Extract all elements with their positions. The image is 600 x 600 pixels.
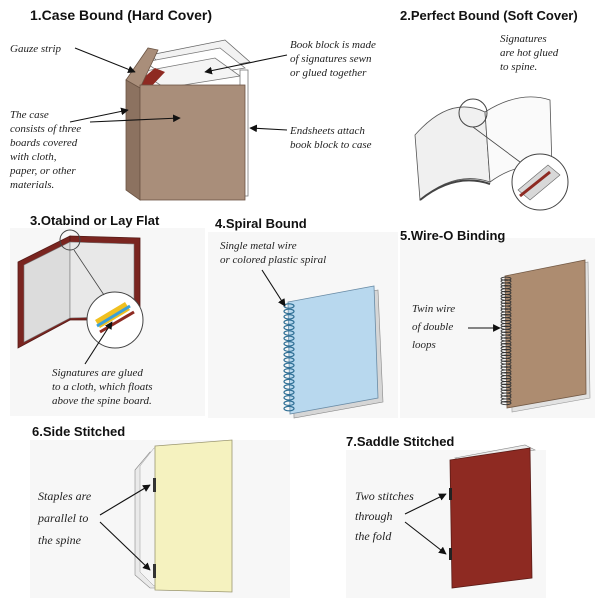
wire-o-loop [500, 398, 512, 403]
note-case-boards: The case consists of three boards covere… [9, 109, 84, 191]
case-bound-arrows [69, 47, 288, 133]
panel-saddle-stitched: 7.Saddle Stitched Two stitches through t… [346, 434, 546, 598]
wire-o-loop [500, 375, 512, 380]
wire-o-loop [500, 386, 512, 391]
spiral-coil [283, 313, 295, 320]
spiral-bound-book-illustration [283, 285, 384, 419]
panel-side-stitched: 6.Side Stitched Staples are parallel to … [30, 424, 290, 598]
wire-o-loop [500, 334, 512, 339]
spiral-coil [283, 324, 295, 331]
panel-case-bound: 1.Case Bound (Hard Cover) Gauze strip Th… [9, 7, 379, 201]
wire-o-loop [500, 305, 512, 310]
wire-o-loop [500, 392, 512, 397]
wire-o-loop [500, 294, 512, 299]
spiral-coil [283, 394, 295, 401]
panel-title-perfect-bound: 2.Perfect Bound (Soft Cover) [400, 8, 578, 23]
note-endsheets: Endsheets attach book block to case [289, 125, 372, 151]
spiral-coil [283, 384, 295, 390]
spiral-coil [283, 351, 295, 358]
wire-o-loop [500, 317, 512, 322]
spiral-coil [283, 362, 295, 369]
case-bound-book-illustration [125, 39, 251, 201]
wire-o-loop [500, 299, 512, 304]
panel-perfect-bound: 2.Perfect Bound (Soft Cover) Signatures … [400, 8, 578, 211]
note-twin-wire: Twin wire of double loops [412, 303, 458, 351]
wire-o-loop [500, 346, 512, 351]
saddle-stitched-book-illustration [449, 444, 536, 589]
wire-o-loop [500, 323, 512, 328]
spiral-coil [283, 340, 295, 347]
panel-title-wire-o: 5.Wire-O Binding [400, 228, 505, 243]
wire-o-loop [500, 288, 512, 293]
wire-o-loop [500, 357, 512, 362]
spiral-coil [283, 378, 295, 385]
staple-bottom [153, 564, 156, 578]
spiral-coil [283, 308, 295, 315]
side-stitched-book-illustration [134, 439, 233, 593]
spiral-coil [283, 346, 295, 353]
spiral-arrow [261, 269, 286, 307]
perfect-bound-book-illustration [414, 96, 569, 211]
panel-spiral-bound: 4.Spiral Bound Single metal wire or colo… [208, 216, 398, 419]
wire-o-loop [500, 311, 512, 316]
note-floating-cloth: Signatures are glued to a cloth, which f… [52, 367, 155, 407]
panel-title-spiral-bound: 4.Spiral Bound [215, 216, 307, 231]
wire-o-loop [500, 282, 512, 287]
wire-o-loop [500, 352, 512, 357]
panel-otabind: 3.Otabind or Lay Flat Signatures are glu… [10, 213, 205, 416]
spiral-coil [283, 367, 295, 374]
otabind-arrow [84, 321, 113, 365]
wire-o-loop [500, 340, 512, 345]
spiral-coils [283, 303, 295, 412]
note-staples: Staples are parallel to the spine [37, 489, 94, 547]
note-single-wire: Single metal wire or colored plastic spi… [220, 240, 326, 266]
spiral-coil [283, 405, 295, 412]
wire-o-loop [500, 369, 512, 374]
wire-o-coils [500, 276, 512, 406]
stitch-top [449, 488, 452, 500]
spiral-coil [283, 373, 295, 380]
panel-wire-o: 5.Wire-O Binding Twin wire of double loo… [400, 228, 595, 418]
wire-o-loop [500, 381, 512, 386]
wire-o-book-illustration [500, 259, 591, 413]
staple-top [153, 478, 156, 492]
spiral-coil [283, 335, 295, 342]
note-gauze-strip: Gauze strip [10, 43, 62, 55]
panel-title-otabind: 3.Otabind or Lay Flat [30, 213, 160, 228]
note-two-stitches: Two stitches through the fold [355, 489, 417, 543]
wire-o-loop [500, 401, 512, 406]
note-book-block: Book block is made of signatures sewn or… [290, 39, 379, 79]
spiral-coil [283, 400, 295, 407]
spiral-coil [283, 389, 295, 396]
panel-title-side-stitched: 6.Side Stitched [32, 424, 125, 439]
spiral-coil [283, 330, 295, 336]
stitch-bottom [449, 548, 452, 560]
wire-o-loop [500, 328, 512, 333]
panel-title-case-bound: 1.Case Bound (Hard Cover) [30, 7, 212, 23]
spiral-coil [283, 357, 295, 363]
note-hot-glued: Signatures are hot glued to spine. [500, 33, 561, 73]
spiral-coil [283, 319, 295, 326]
wire-o-loop [500, 276, 512, 281]
wire-o-loop [500, 363, 512, 368]
otabind-book-illustration [17, 229, 144, 349]
panel-title-saddle-stitched: 7.Saddle Stitched [346, 434, 454, 449]
